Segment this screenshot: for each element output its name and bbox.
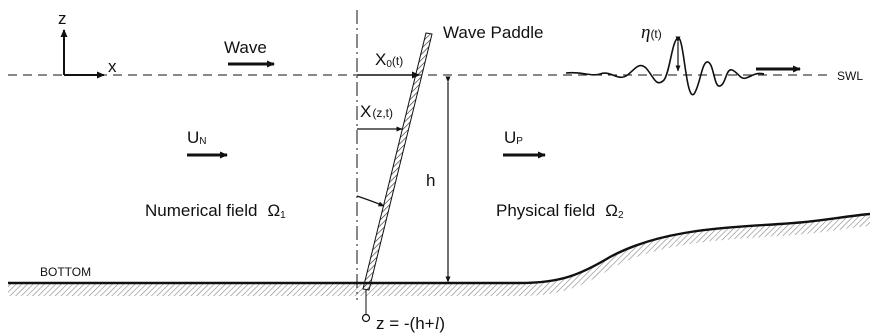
wave-train [565, 37, 765, 96]
paddle-pivot [361, 313, 371, 323]
wave-paddle [362, 32, 433, 291]
bottom-label: BOTTOM [40, 265, 91, 279]
seabed-fill [8, 214, 870, 296]
swl-label: SWL [837, 69, 863, 83]
paddle-angle-arc [356, 195, 385, 207]
un-label: UN [187, 128, 207, 147]
pivot-equation: z = -(h+l) [376, 314, 445, 333]
axis-x-label: x [108, 57, 117, 76]
axis-z-label: z [58, 9, 67, 28]
x0-label: X0(t) [375, 50, 403, 70]
wave-paddle-label: Wave Paddle [443, 23, 543, 42]
seabed-line [8, 212, 870, 285]
xzt-label: X(z,t) [360, 102, 393, 121]
depth-label: h [426, 171, 435, 190]
coordinate-axes [60, 29, 105, 79]
eta-label: η(t) [641, 22, 662, 43]
up-label: UP [504, 128, 523, 147]
wave-label: Wave [224, 38, 267, 57]
